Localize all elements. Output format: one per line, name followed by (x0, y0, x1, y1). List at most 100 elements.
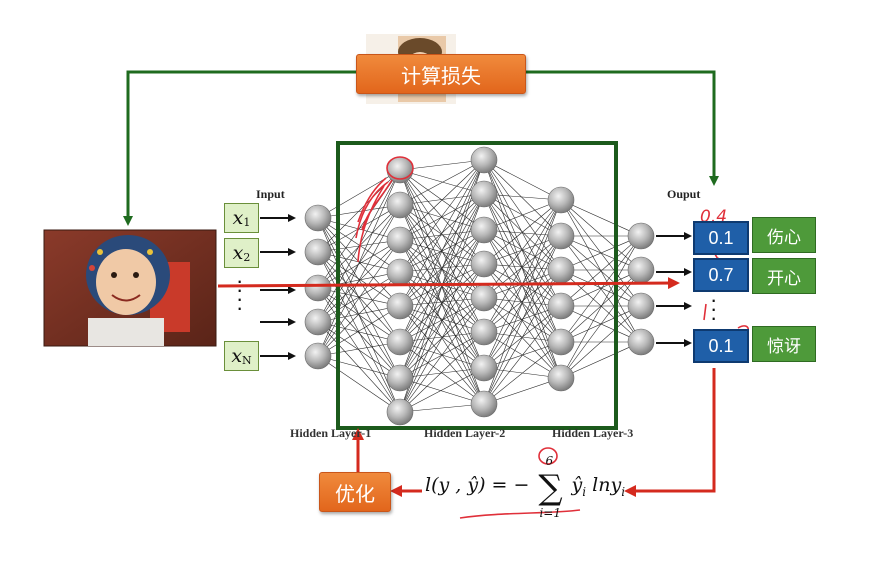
summation: ∑ 6 i=1 (538, 454, 563, 520)
edge-1-4-1 (399, 193, 485, 307)
edge-2-4-1 (483, 235, 562, 299)
edge-2-0-0 (483, 159, 562, 201)
edge-1-6-0 (399, 159, 485, 379)
edge-2-2-5 (483, 229, 562, 379)
edge-2-6-2 (483, 269, 562, 369)
node-layer2-1 (470, 180, 498, 208)
edge-2-2-3 (483, 229, 562, 307)
edge-0-1-3 (317, 251, 401, 273)
edge-1-4-5 (399, 305, 485, 333)
edge-2-2-0 (483, 199, 562, 231)
formula-log: lny (592, 474, 622, 496)
node-layer3-3 (547, 292, 575, 320)
node-layer1-1 (386, 191, 414, 219)
edge-3-5-1 (560, 269, 642, 379)
edge-0-0-1 (317, 204, 401, 219)
red-forward-arrow (217, 277, 680, 290)
edge-1-7-2 (399, 229, 485, 413)
node-layer3-4 (547, 328, 575, 356)
output-value-3: 0.1 (693, 329, 749, 363)
node-layer3-5 (547, 364, 575, 392)
edge-1-7-7 (399, 403, 485, 413)
green-arrow-left (123, 70, 356, 226)
formula-term: ŷ (571, 474, 583, 496)
edge-1-1-2 (399, 204, 485, 231)
output-value-1: 0.1 (693, 221, 749, 255)
edge-0-4-1 (317, 204, 401, 357)
baby-photo (43, 229, 217, 347)
node-layer0-1 (304, 238, 332, 266)
edge-2-7-5 (483, 377, 562, 405)
formula-log-sub: i (621, 484, 626, 499)
edge-0-0-0 (317, 169, 401, 219)
edge-1-7-3 (399, 263, 485, 413)
output-label-sad: 伤心 (752, 217, 816, 253)
hidden-layer-2-label: Hidden Layer-2 (424, 426, 506, 440)
edge-0-4-7 (317, 355, 401, 413)
edge-1-5-0 (399, 159, 485, 343)
edge-3-5-0 (560, 235, 642, 379)
node-layer2-6 (470, 354, 498, 382)
edge-0-4-6 (317, 355, 401, 379)
node-layer4-3 (627, 328, 655, 356)
edge-0-0-3 (317, 217, 401, 273)
edge-0-1-4 (317, 251, 401, 307)
edge-2-4-0 (483, 199, 562, 299)
loss-formula: l(y , ŷ) = − ∑ 6 i=1 ŷi lnyi (425, 454, 626, 520)
node-layer1-2 (386, 226, 414, 254)
edge-1-6-2 (399, 229, 485, 379)
edge-1-7-6 (399, 367, 485, 413)
edge-0-4-2 (317, 239, 401, 357)
red-arrow-loss (624, 368, 716, 497)
edge-2-2-4 (483, 229, 562, 343)
edge-0-4-5 (317, 341, 401, 357)
node-layer1-7 (386, 398, 414, 426)
input-ellipsis: ···· (236, 268, 244, 320)
compute-loss-box: 计算损失 (356, 54, 526, 94)
edge-3-5-2 (560, 305, 642, 379)
output-value-2: 0.7 (693, 258, 749, 292)
edge-1-5-5 (399, 331, 485, 343)
node-layer4-2 (627, 292, 655, 320)
edge-2-0-4 (483, 159, 562, 343)
edge-3-3-1 (560, 269, 642, 307)
edge-1-7-5 (399, 331, 485, 413)
edge-1-2-2 (399, 229, 485, 241)
edge-3-2-0 (560, 235, 642, 271)
edge-1-5-4 (399, 297, 485, 343)
edge-1-3-0 (399, 159, 485, 273)
output-ellipsis: ··· (710, 287, 718, 330)
node-layer1-3 (386, 258, 414, 286)
green-arrow-right (526, 70, 719, 186)
edge-0-3-0 (317, 169, 401, 323)
node-layer2-3 (470, 250, 498, 278)
node-layer2-5 (470, 318, 498, 346)
edge-3-5-3 (560, 341, 642, 379)
edge-1-4-4 (399, 297, 485, 307)
edge-1-1-0 (399, 159, 485, 206)
node-layer0-3 (304, 308, 332, 336)
edge-2-4-5 (483, 297, 562, 379)
node-layer2-7 (470, 390, 498, 418)
edge-3-4-0 (560, 235, 642, 343)
sum-upper: 6 (545, 454, 554, 468)
sum-lower: i=1 (539, 506, 561, 520)
edge-2-5-2 (483, 269, 562, 333)
node-layer2-0 (470, 146, 498, 174)
edge-0-4-0 (317, 169, 401, 357)
node-layer3-2 (547, 256, 575, 284)
edge-3-3-0 (560, 235, 642, 307)
output-label-surprised: 惊讶 (752, 326, 816, 362)
edge-1-7-1 (399, 193, 485, 413)
edge-2-7-4 (483, 341, 562, 405)
edge-2-7-1 (483, 235, 562, 405)
hidden-layer-3-label: Hidden Layer-3 (552, 426, 634, 440)
edge-1-5-1 (399, 193, 485, 343)
node-layer3-0 (547, 186, 575, 214)
edge-2-7-2 (483, 269, 562, 405)
input-label: Input (256, 187, 285, 201)
